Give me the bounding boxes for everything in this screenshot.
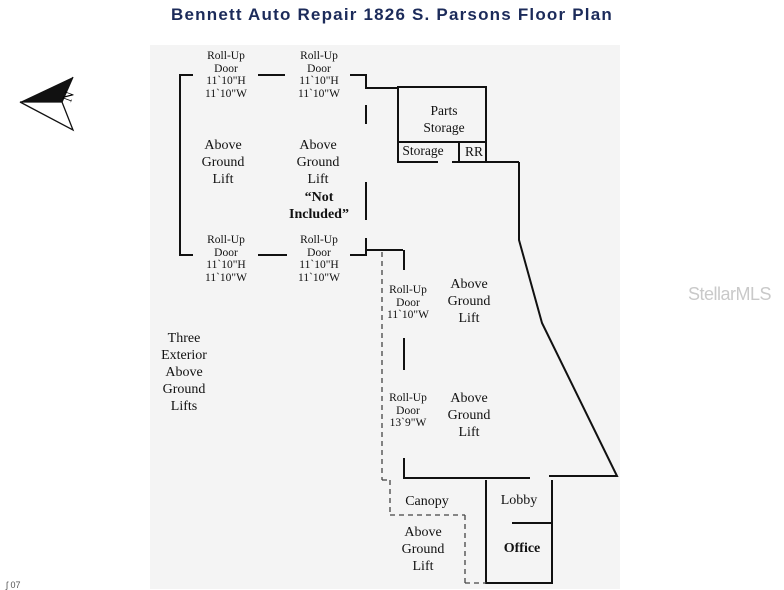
lift-canopy-label: Above Ground Lift: [401, 525, 445, 574]
storage-label: Storage: [402, 143, 444, 158]
office-label: Office: [503, 541, 541, 556]
canopy-outline: [381, 252, 486, 584]
lobby-label: Lobby: [500, 493, 538, 508]
exterior-lifts-label: Three Exterior Above Ground Lifts: [161, 331, 207, 414]
watermark-logo: StellarMLS: [688, 284, 772, 304]
restroom-label: RR: [464, 144, 483, 159]
canopy-label: Canopy: [405, 494, 449, 509]
lift-right-2-label: Above Ground Lift: [447, 391, 491, 440]
compass-north-label: N: [60, 89, 78, 104]
floor-plan-background: [150, 45, 620, 589]
compass-icon: [19, 76, 75, 132]
corner-text: ʃ 07: [6, 580, 21, 590]
lift-left-label: Above Ground Lift: [201, 138, 245, 187]
not-included-label: “Not Included”: [289, 190, 349, 222]
parts-storage-label: Parts Storage: [423, 103, 465, 135]
door-top-right-label: Roll-Up Door 11`10"H 11`10"W: [298, 50, 340, 100]
door-bottom-left-label: Roll-Up Door 11`10"H 11`10"W: [205, 234, 247, 284]
page-title: Bennett Auto Repair 1826 S. Parsons Floo…: [171, 5, 613, 24]
door-top-left-label: Roll-Up Door 11`10"H 11`10"W: [205, 50, 247, 100]
door-side-1-label: Roll-Up Door 11`10"W: [387, 284, 429, 321]
door-side-2-label: Roll-Up Door 13`9"W: [389, 392, 427, 429]
bay-left-wall: [179, 74, 193, 256]
lift-center-label: Above Ground Lift: [296, 138, 340, 187]
lift-right-1-label: Above Ground Lift: [447, 277, 491, 326]
door-bottom-right-label: Roll-Up Door 11`10"H 11`10"W: [298, 234, 340, 284]
